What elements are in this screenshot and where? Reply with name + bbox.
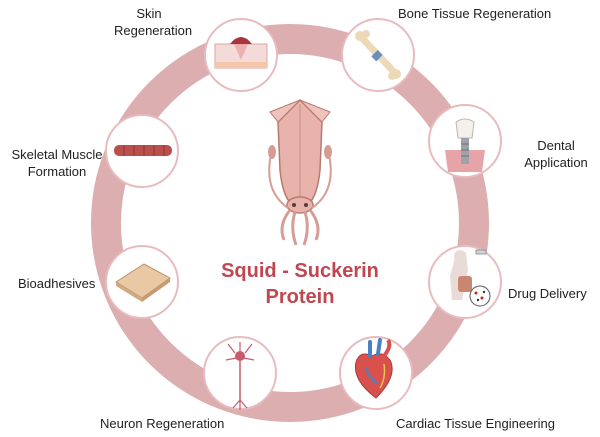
node-neuron-regeneration bbox=[203, 336, 277, 410]
label-drug-delivery: Drug Delivery bbox=[508, 286, 587, 301]
label-skeletal-muscle-formation: Skeletal Muscle Formation bbox=[11, 147, 103, 179]
node-drug-delivery bbox=[428, 245, 502, 319]
label-bone-tissue-regeneration: Bone Tissue Regeneration bbox=[398, 6, 552, 21]
node-bone-tissue-regeneration bbox=[341, 18, 415, 92]
node-bioadhesives bbox=[105, 245, 179, 319]
squid-icon bbox=[268, 98, 332, 246]
label-cardiac-tissue-engineering: Cardiac Tissue Engineering bbox=[396, 416, 555, 431]
label-skin-regeneration: Skin Regeneration bbox=[114, 6, 193, 38]
node-cardiac-tissue-engineering bbox=[339, 336, 413, 410]
label-dental-application: Dental Application bbox=[524, 138, 588, 170]
center-title-line2: Protein bbox=[265, 286, 335, 308]
node-skin-regeneration bbox=[204, 18, 278, 92]
ring bbox=[91, 24, 489, 422]
label-bioadhesives: Bioadhesives bbox=[18, 276, 96, 291]
node-dental-application bbox=[428, 104, 502, 178]
node-skeletal-muscle-formation bbox=[105, 114, 179, 188]
label-neuron-regeneration: Neuron Regeneration bbox=[100, 416, 225, 431]
center-title-line1: Squid - Suckerin bbox=[221, 260, 379, 282]
center-title: Squid - Suckerin Protein bbox=[200, 258, 400, 310]
